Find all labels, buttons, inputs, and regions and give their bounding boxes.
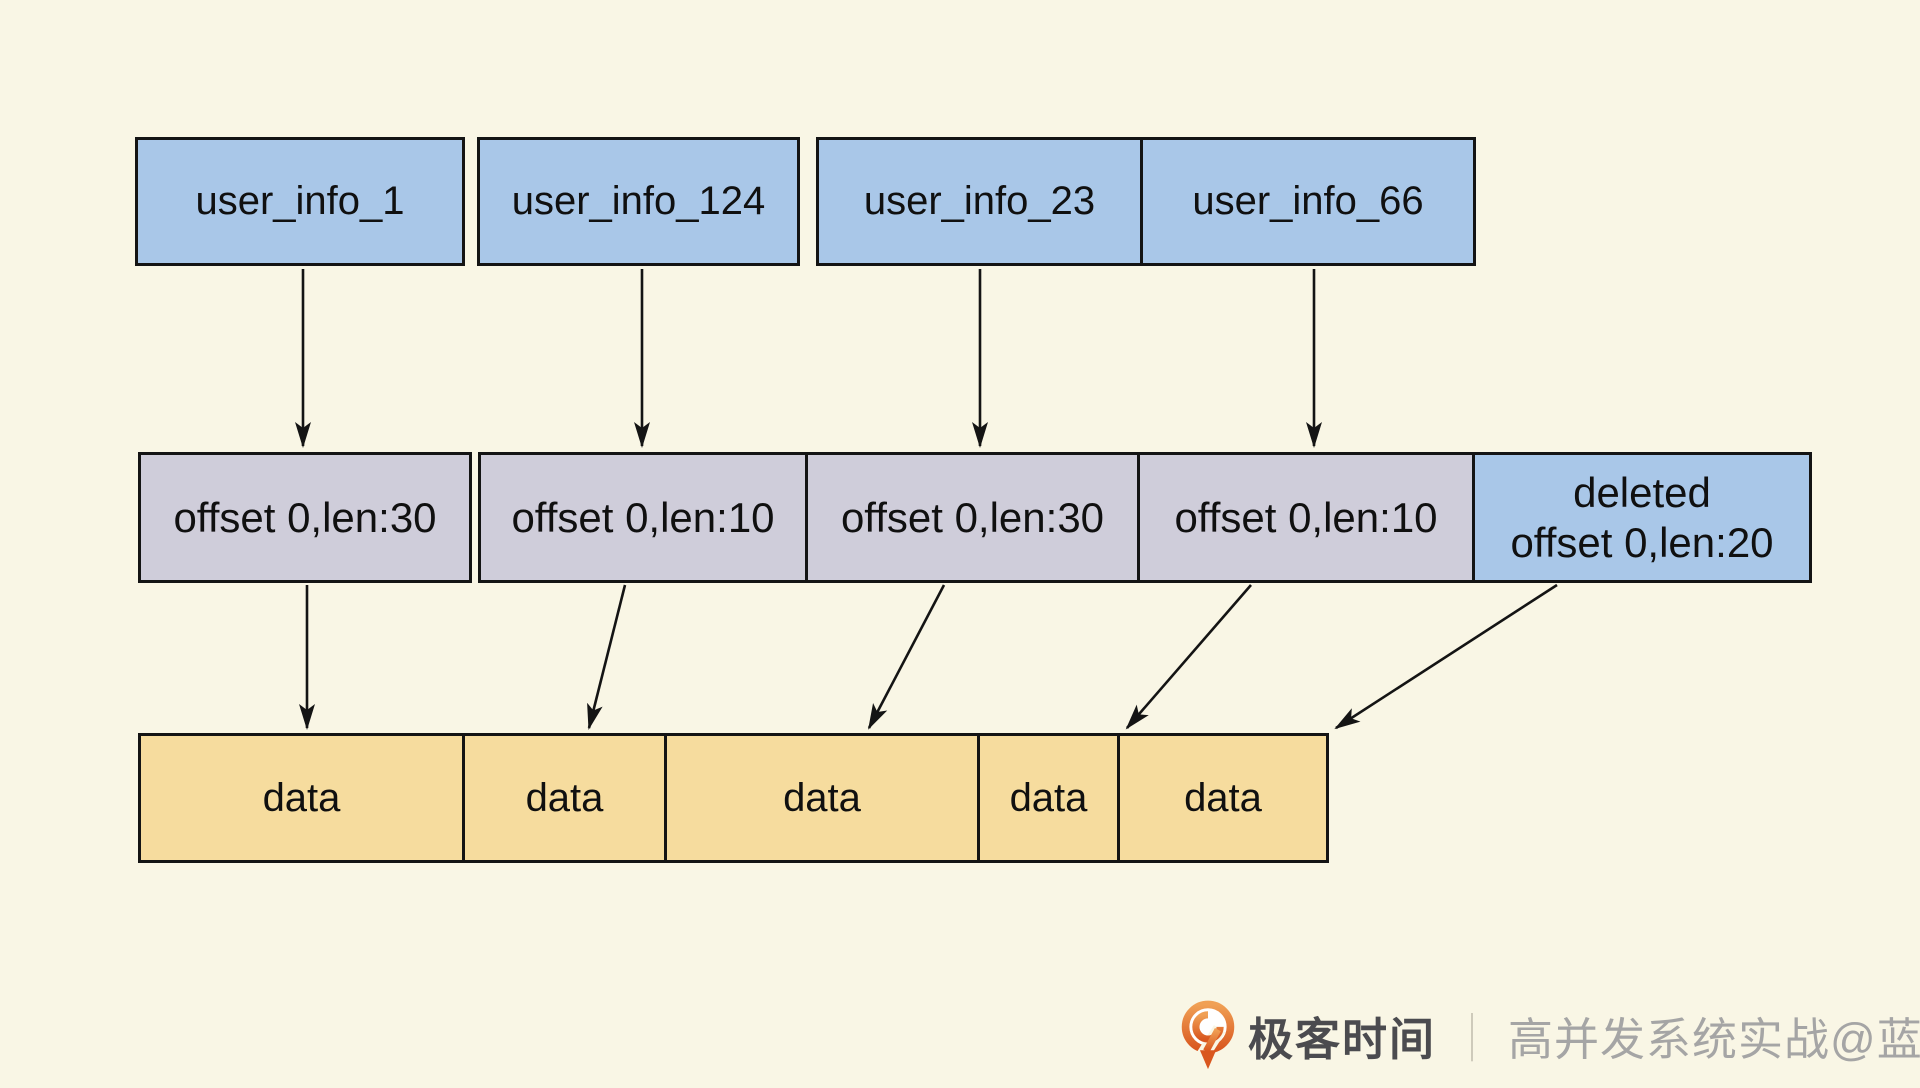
box-deleted-offset: deleted offset 0,len:20 [1472, 452, 1812, 583]
box-label: offset 0,len:10 [1174, 493, 1438, 541]
deleted-line: deleted [1573, 468, 1711, 516]
box-user-info-124: user_info_124 [477, 137, 800, 266]
box-offset-3: offset 0,len:30 [805, 452, 1140, 583]
box-label: offset 0,len:10 [511, 493, 775, 541]
box-data-3: data [664, 733, 980, 863]
arrow-offset2-to-data2 [587, 584, 627, 730]
box-label: user_info_124 [511, 179, 766, 223]
box-label: user_info_23 [863, 179, 1096, 223]
brand-name: 极客时间 [1248, 1013, 1437, 1065]
box-data-1: data [138, 733, 465, 863]
arrow-offset3-to-data3 [867, 584, 946, 730]
box-label: offset 0,len:30 [840, 493, 1105, 541]
box-data-2: data [462, 733, 667, 863]
box-offset-4: offset 0,len:10 [1137, 452, 1475, 583]
box-label: user_info_1 [195, 179, 405, 223]
box-label: data [262, 775, 341, 820]
box-user-info-66: user_info_66 [1140, 137, 1476, 266]
arrow-offset4-to-data4 [1125, 584, 1252, 730]
watermark: 极客时间 ｜ 高并发系统实战@蓝天 [1181, 996, 1920, 1074]
box-user-info-23: user_info_23 [816, 137, 1143, 266]
box-label: deleted offset 0,len:20 [1510, 468, 1773, 567]
box-label: data [1184, 775, 1262, 820]
course-name: 高并发系统实战@蓝天 [1508, 1013, 1920, 1065]
box-label: data [783, 775, 861, 820]
box-offset-1: offset 0,len:30 [138, 452, 472, 583]
watermark-divider: ｜ [1451, 1011, 1494, 1066]
arrow-deleted-to-data5 [1334, 583, 1558, 730]
box-label: offset 0,len:30 [173, 493, 437, 541]
geektime-logo-icon [1181, 1000, 1235, 1070]
box-label: user_info_66 [1192, 179, 1424, 223]
box-offset-2: offset 0,len:10 [478, 452, 808, 583]
box-data-5: data [1117, 733, 1329, 863]
offset-line: offset 0,len:20 [1510, 518, 1774, 566]
box-user-info-1: user_info_1 [135, 137, 465, 266]
box-label: data [525, 775, 604, 820]
box-data-4: data [977, 733, 1120, 863]
box-label: data [1009, 775, 1088, 820]
